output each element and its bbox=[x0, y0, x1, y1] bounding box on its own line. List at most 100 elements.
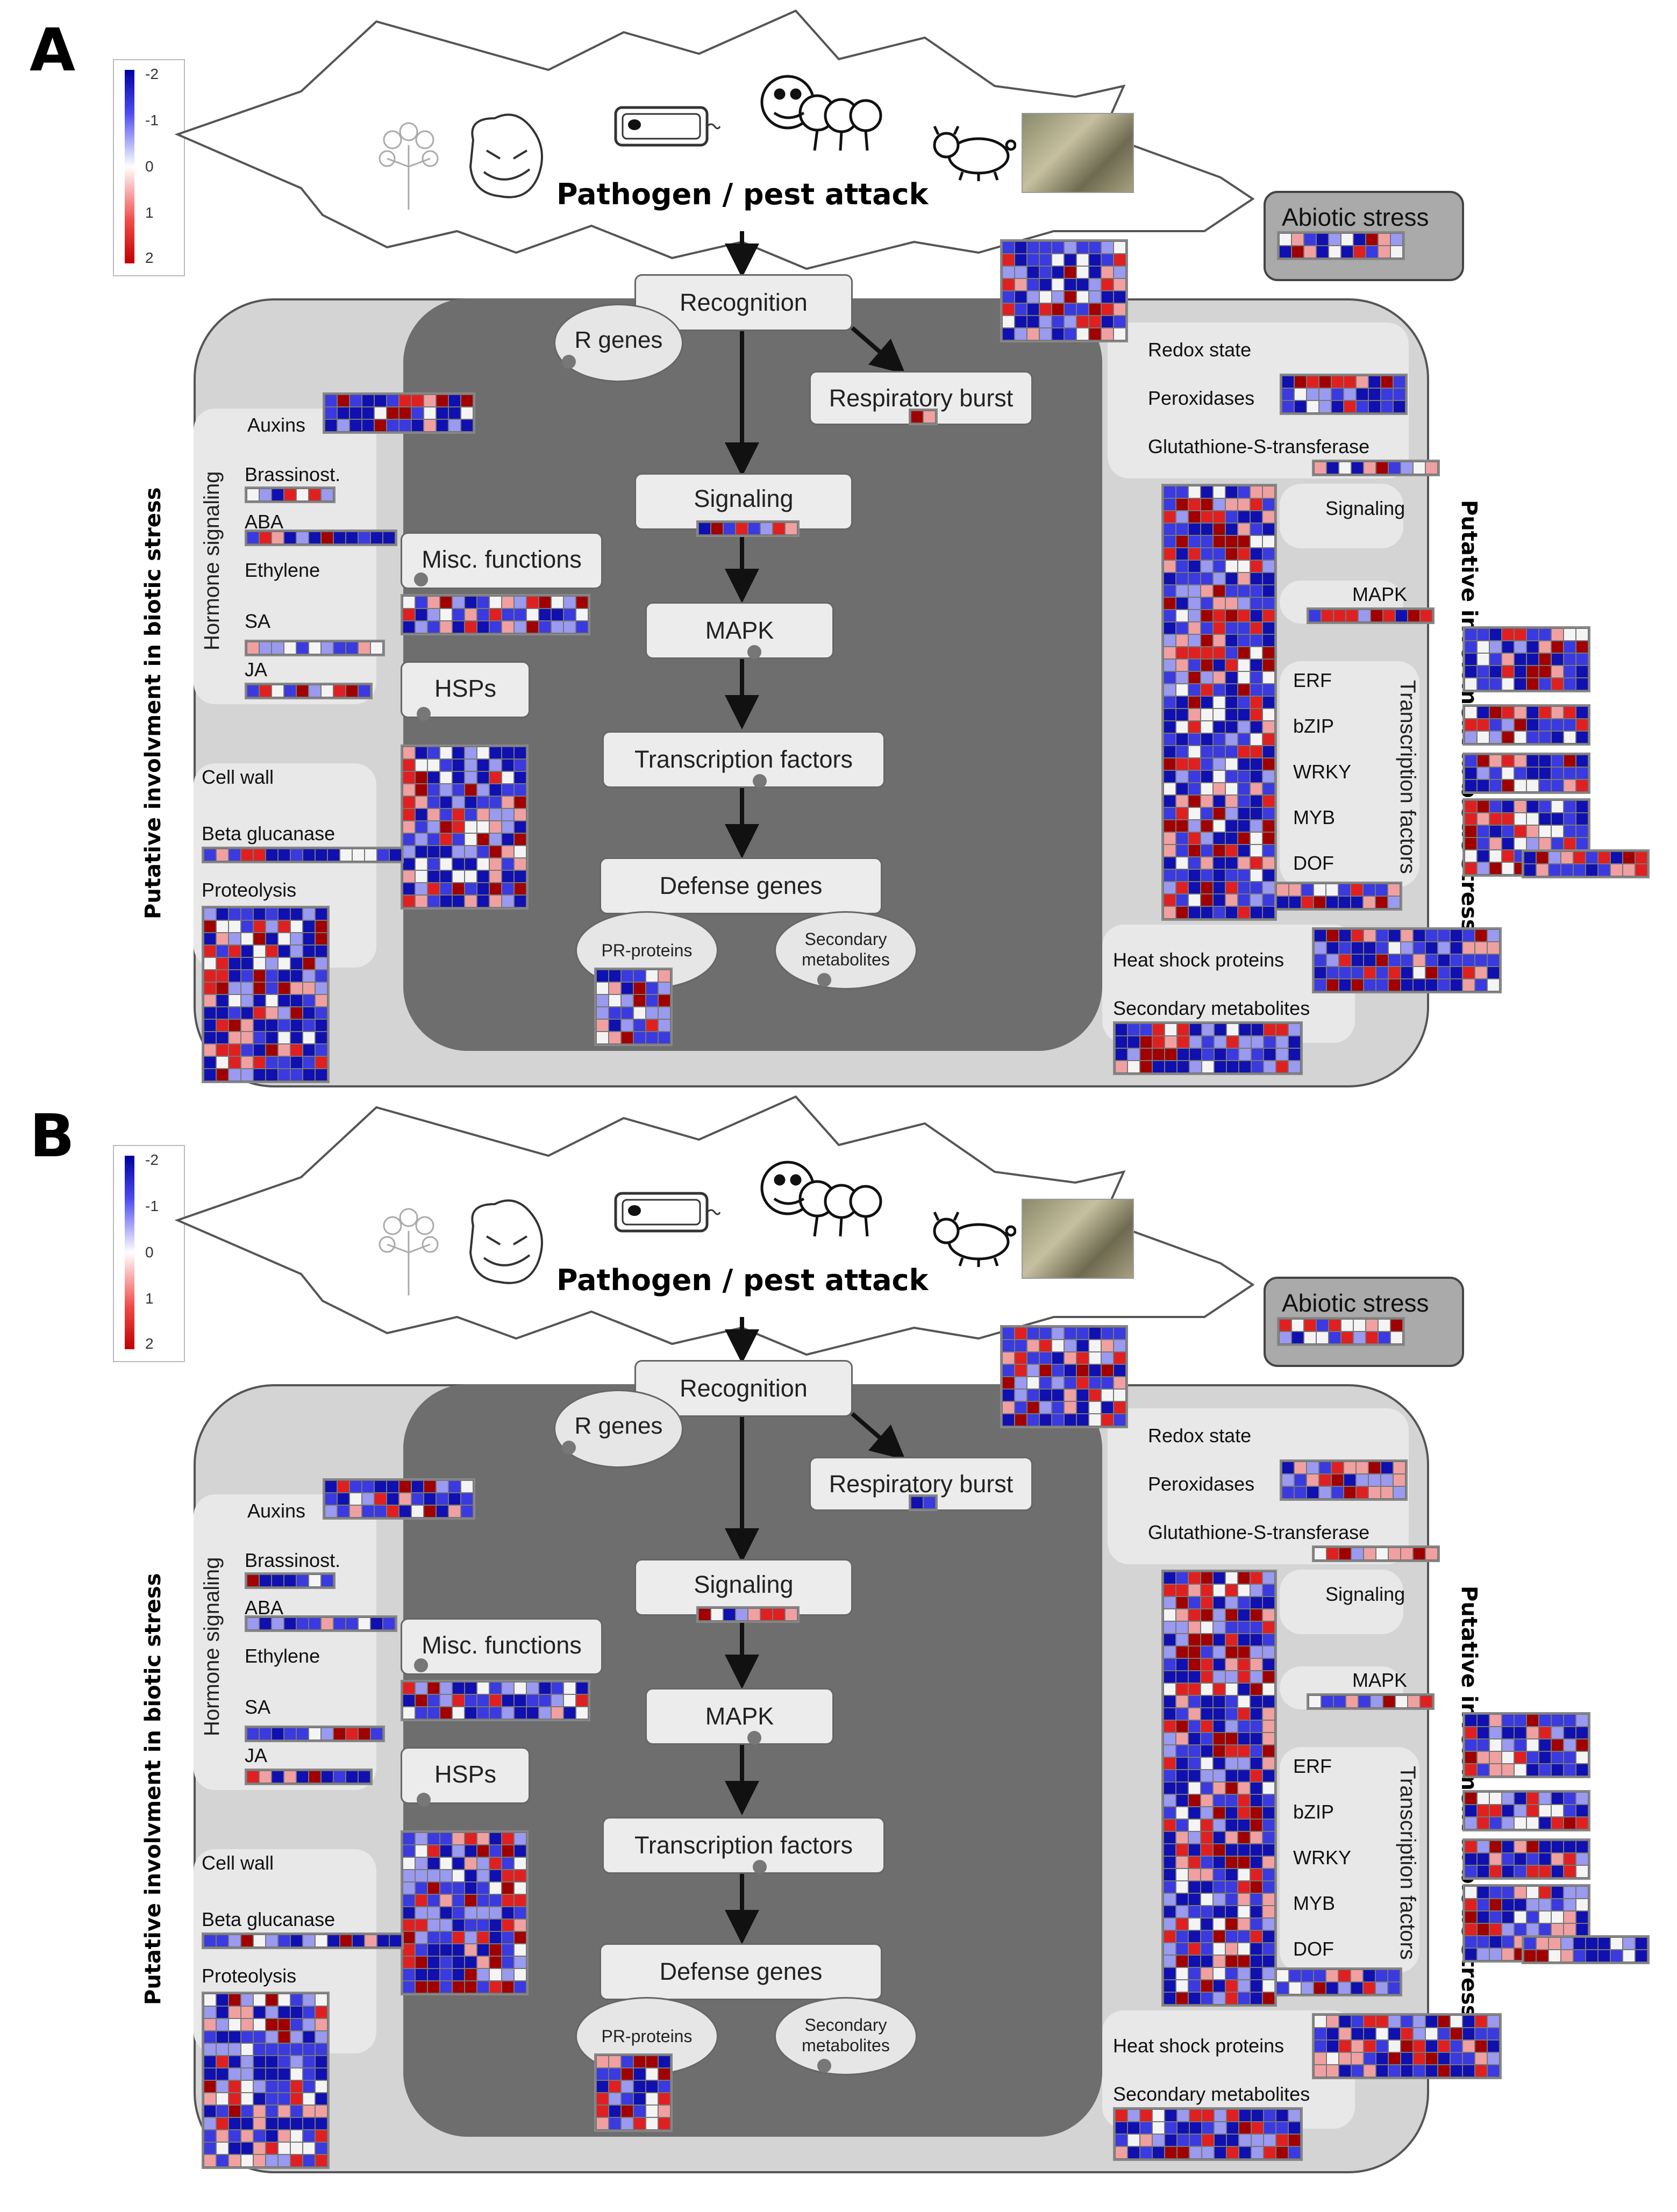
heatmap-cell bbox=[1552, 1887, 1563, 1898]
heatmap-cell bbox=[440, 1833, 452, 1844]
heatmap-cell bbox=[1463, 979, 1474, 991]
heatmap-cell bbox=[1077, 1328, 1088, 1339]
heatmap-cell bbox=[1490, 1764, 1501, 1776]
heatmap-cell bbox=[1164, 499, 1175, 510]
heatmap-cell bbox=[1327, 2053, 1338, 2064]
heatmap-cell bbox=[1164, 796, 1175, 807]
heatmap-block bbox=[1280, 1459, 1408, 1501]
heatmap-cell bbox=[1302, 1970, 1313, 1981]
heatmap-cell bbox=[204, 2130, 216, 2142]
heatmap-cell bbox=[1502, 732, 1514, 743]
heatmap-cell bbox=[291, 1057, 302, 1068]
heatmap-cell bbox=[1490, 801, 1501, 812]
heatmap-cell bbox=[576, 621, 588, 633]
heatmap-cell bbox=[477, 821, 489, 833]
heatmap-cell bbox=[1438, 967, 1450, 978]
heatmap-cell bbox=[1251, 499, 1262, 510]
heatmap-cell bbox=[564, 1683, 575, 1694]
heatmap-cell bbox=[309, 1575, 320, 1586]
heatmap-cell bbox=[1176, 511, 1188, 522]
heatmap-cell bbox=[477, 760, 489, 771]
heatmap-cell bbox=[440, 1707, 452, 1719]
heatmap-cell bbox=[217, 2019, 228, 2030]
heatmap-cell bbox=[440, 772, 452, 783]
heatmap-cell bbox=[1238, 1919, 1250, 1930]
heatmap-cell bbox=[1576, 1764, 1588, 1776]
heatmap-cell bbox=[1364, 2065, 1375, 2077]
heatmap-cell bbox=[1276, 1024, 1288, 1035]
heatmap-cell bbox=[453, 1969, 464, 1980]
heatmap-cell bbox=[1176, 833, 1188, 844]
heatmap-cell bbox=[515, 1932, 526, 1943]
heatmap-cell bbox=[1549, 1938, 1560, 1949]
heatmap-cell bbox=[204, 2143, 216, 2154]
heatmap-cell bbox=[515, 1920, 526, 1931]
heatmap-cell bbox=[1490, 850, 1501, 862]
heatmap-cell bbox=[1564, 1887, 1575, 1898]
heatmap-cell bbox=[1226, 1708, 1237, 1720]
heatmap-cell bbox=[1598, 864, 1610, 876]
heatmap-cell bbox=[1289, 1049, 1300, 1060]
heatmap-cell bbox=[1307, 401, 1318, 412]
heatmap-cell bbox=[1027, 316, 1039, 327]
heatmap-cell bbox=[1189, 1906, 1200, 1917]
heatmap-cell bbox=[597, 2093, 608, 2104]
heatmap-cell bbox=[1339, 2028, 1351, 2039]
heatmap-cell bbox=[1263, 1758, 1274, 1769]
recognition-label: Recognition bbox=[680, 289, 808, 316]
heatmap-cell bbox=[353, 1935, 364, 1946]
heatmap-cell bbox=[1164, 1993, 1175, 2004]
heatmap-cell bbox=[1189, 1980, 1200, 1992]
heatmap-cell bbox=[1238, 1894, 1250, 1905]
heatmap-cell bbox=[1314, 897, 1325, 908]
heatmap-cell bbox=[1329, 234, 1340, 245]
heatmap-cell bbox=[1334, 610, 1345, 621]
heatmap-cell bbox=[1527, 826, 1538, 837]
heatmap-cell bbox=[1052, 1414, 1064, 1426]
heatmap-cell bbox=[1215, 1036, 1226, 1048]
heatmap-cell bbox=[490, 1707, 501, 1719]
heatmap-cell bbox=[291, 983, 302, 994]
heatmap-cell bbox=[1263, 1733, 1274, 1744]
beta-glucanase-label: Beta glucanase bbox=[202, 822, 336, 844]
heatmap-cell bbox=[1381, 1487, 1393, 1498]
heatmap-cell bbox=[1202, 1061, 1214, 1072]
heatmap-cell bbox=[266, 958, 277, 969]
heatmap-cell bbox=[1327, 967, 1338, 978]
heatmap-cell bbox=[1102, 267, 1113, 278]
heatmap-cell bbox=[1201, 758, 1212, 770]
heatmap-cell bbox=[241, 2106, 253, 2117]
heatmap-cell bbox=[465, 1944, 476, 1956]
heatmap-cell bbox=[1214, 610, 1225, 621]
heatmap-cell bbox=[1401, 942, 1412, 954]
heatmap-cell bbox=[1314, 1982, 1325, 1994]
heatmap-cell bbox=[375, 395, 386, 406]
heatmap-cell bbox=[646, 2081, 658, 2092]
heatmap-cell bbox=[1490, 755, 1501, 767]
heatmap-cell bbox=[1488, 955, 1499, 966]
heatmap-cell bbox=[325, 1506, 337, 1517]
heatmap-cell bbox=[597, 983, 608, 994]
heatmap-cell bbox=[279, 2143, 290, 2154]
heatmap-cell bbox=[1292, 246, 1303, 257]
heatmap-cell bbox=[1252, 1049, 1263, 1060]
heatmap-cell bbox=[477, 609, 489, 620]
legend-tick: -2 bbox=[145, 66, 159, 82]
heatmap-cell bbox=[490, 1845, 501, 1857]
heatmap-cell bbox=[316, 946, 327, 957]
heatmap-cell bbox=[266, 1044, 277, 1056]
heatmap-cell bbox=[217, 1935, 228, 1946]
heatmap-cell bbox=[1176, 1881, 1188, 1893]
dof-label: DOF bbox=[1293, 852, 1334, 874]
heatmap-cell bbox=[1391, 1320, 1402, 1331]
heatmap-cell bbox=[1463, 2041, 1474, 2052]
heatmap-cell bbox=[1465, 1912, 1476, 1923]
heatmap-cell bbox=[477, 896, 489, 907]
heatmap-cell bbox=[1164, 1770, 1175, 1781]
heatmap-cell bbox=[1251, 857, 1262, 869]
heatmap-cell bbox=[1564, 1817, 1575, 1829]
heatmap-cell bbox=[1379, 246, 1390, 257]
heatmap-cell bbox=[1389, 955, 1400, 966]
heatmap-cell bbox=[515, 1895, 526, 1906]
heatmap-cell bbox=[1263, 783, 1274, 794]
